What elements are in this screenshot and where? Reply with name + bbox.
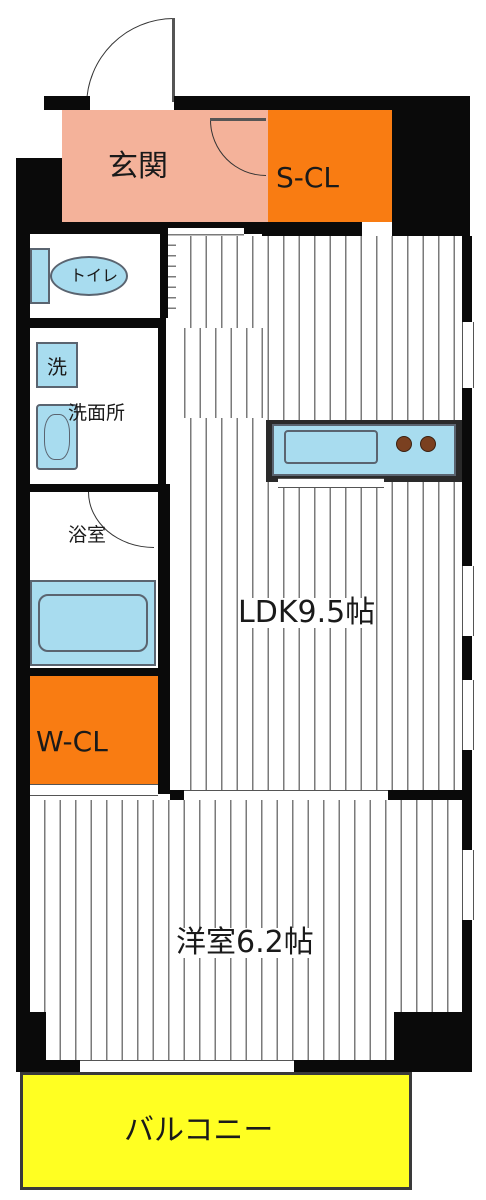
entrance-door-swing [86,18,174,106]
wall-toilet-right [160,234,168,318]
toilet-tank [30,248,50,304]
kitchen-sink [284,430,378,464]
wall-washroom-bottom [30,484,168,492]
wall-top-left [44,96,90,110]
wall-bath-bottom [30,668,170,676]
wall-top-mid [174,96,270,110]
w-closet-room [30,676,158,784]
wall-washroom-right [158,328,166,484]
ldk-label: LDK9.5帖 [238,595,376,630]
washer-label: 洗 [47,354,67,379]
kitchen-front-panel [278,478,384,488]
stove-burner-2 [420,436,436,452]
entrance-label: 玄関 [108,149,168,184]
wall-right [462,236,472,1066]
window-right-1 [462,322,474,388]
washroom-label: 洗面所 [68,402,126,424]
wall-right-upper-block [392,96,470,236]
ldk-room [176,236,462,792]
bathtub-inner [38,594,148,652]
window-right-4 [462,850,474,920]
w-closet-label: W-CL [36,725,108,758]
bathroom-label: 浴室 [68,524,107,546]
stove-burner-1 [396,436,412,452]
window-right-3 [462,680,474,750]
balcony-label: バルコニー [124,1113,274,1148]
entrance-door-leaf [172,18,175,102]
s-closet-room [268,110,392,222]
wash-basin-bowl [44,414,70,460]
toilet-label: トイレ [70,266,119,285]
entrance-inner-door-leaf [210,118,266,121]
wall-bath-right [158,484,170,794]
window-right-2 [462,566,474,636]
hallway [170,328,266,418]
wall-left-upper [16,158,62,230]
wall-toilet-bottom [30,318,166,328]
s-closet-label: S-CL [276,161,340,194]
wall-left [16,234,30,1064]
washer-box: 洗 [36,342,78,388]
balcony [20,1072,412,1190]
toilet-bowl [50,256,128,296]
w-closet-sliding-door [30,784,158,796]
western-room-label: 洋室6.2帖 [176,925,314,960]
